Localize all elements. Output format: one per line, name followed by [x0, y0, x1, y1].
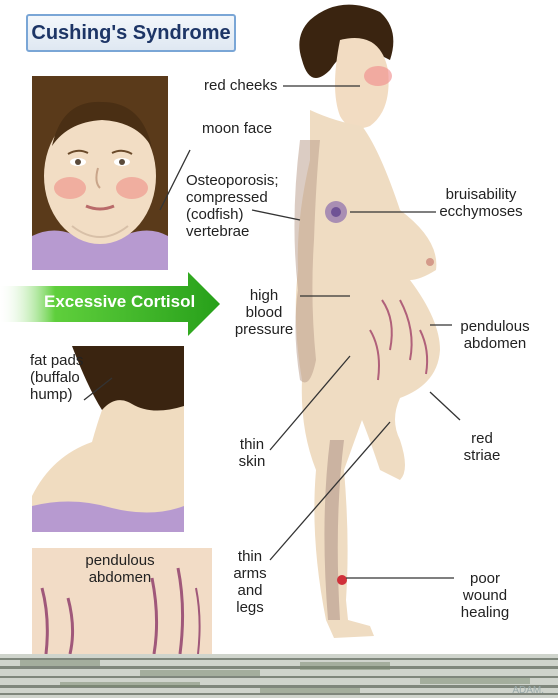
- fat-pads-line-1: fat pads: [30, 352, 83, 369]
- poor-wound-healing-label: poor wound healing: [452, 570, 518, 621]
- red-striae-line-2: striae: [452, 447, 512, 464]
- diagram-title-text: Cushing's Syndrome: [31, 22, 230, 45]
- moon-face-label: moon face: [202, 120, 272, 137]
- excessive-cortisol-label: Excessive Cortisol: [44, 292, 195, 312]
- thin-arms-line-4: legs: [228, 599, 272, 616]
- torso: [296, 110, 440, 638]
- high-bp-line-3: pressure: [226, 321, 302, 338]
- fat-pads-label: fat pads (buffalo hump): [30, 352, 83, 403]
- pendulous-abdomen-line-1: pendulous: [452, 318, 538, 335]
- red-striae-label: red striae: [452, 430, 512, 464]
- pendulous-abdomen-inset-line-1: pendulous: [70, 552, 170, 569]
- osteoporosis-line-2: compressed: [186, 189, 279, 206]
- thin-arms-legs-label: thin arms and legs: [228, 548, 272, 616]
- thin-skin-label: thin skin: [232, 436, 272, 470]
- face-inset-panel: [32, 76, 168, 270]
- red-cheeks-label: red cheeks: [204, 77, 277, 94]
- footer-logo: ADAM.: [512, 685, 544, 696]
- osteoporosis-line-1: Osteoporosis;: [186, 172, 279, 189]
- thin-arms-line-2: arms: [228, 565, 272, 582]
- thin-arms-line-3: and: [228, 582, 272, 599]
- poor-wound-line-1: poor: [452, 570, 518, 587]
- fat-pads-line-3: hump): [30, 386, 83, 403]
- bruisability-line-2: ecchymoses: [426, 203, 536, 220]
- high-bp-line-2: blood: [226, 304, 302, 321]
- noise-strip: [0, 654, 558, 698]
- osteoporosis-line-4: vertebrae: [186, 223, 279, 240]
- diagram-title: Cushing's Syndrome: [26, 14, 236, 52]
- pendulous-abdomen-label: pendulous abdomen: [452, 318, 538, 352]
- pendulous-abdomen-line-2: abdomen: [452, 335, 538, 352]
- high-bp-line-1: high: [226, 287, 302, 304]
- wound-mark: [337, 575, 347, 585]
- bruisability-line-1: bruisability: [426, 186, 536, 203]
- red-cheek-mark: [364, 66, 392, 86]
- osteoporosis-label: Osteoporosis; compressed (codfish) verte…: [186, 172, 279, 240]
- red-striae-line-1: red: [452, 430, 512, 447]
- face-illustration: [32, 76, 168, 270]
- high-blood-pressure-label: high blood pressure: [226, 287, 302, 338]
- pendulous-abdomen-inset-line-2: abdomen: [70, 569, 170, 586]
- bruisability-label: bruisability ecchymoses: [426, 186, 536, 220]
- thin-skin-line-2: skin: [232, 453, 272, 470]
- thin-arms-line-1: thin: [228, 548, 272, 565]
- poor-wound-line-3: healing: [452, 604, 518, 621]
- poor-wound-line-2: wound: [452, 587, 518, 604]
- pendulous-abdomen-inset-label: pendulous abdomen: [70, 552, 170, 586]
- fat-pads-line-2: (buffalo: [30, 369, 83, 386]
- osteoporosis-line-3: (codfish): [186, 206, 279, 223]
- thin-skin-line-1: thin: [232, 436, 272, 453]
